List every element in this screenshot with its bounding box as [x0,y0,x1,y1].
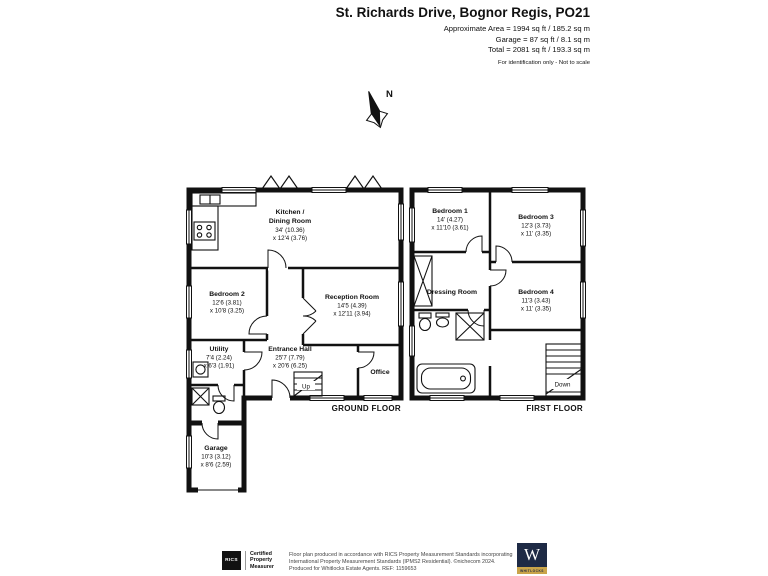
stairs-up-label: Up [302,384,310,391]
first-floor-windows [409,187,586,401]
label-hall: Entrance Hall [268,346,312,353]
label-reception: Reception Room [325,294,379,301]
label-kitchen-dim1: 34' (10.36) [275,227,304,234]
whitlocks-logo: W WHITLOCKS [517,543,547,574]
label-bedroom1-dim1: 14' (4.27) [437,217,463,224]
label-utility-dim2: x 6'3 (1.91) [204,363,235,370]
whitlocks-logo-name: WHITLOCKS [517,567,547,574]
disclaimer-line-1: Floor plan produced in accordance with R… [289,552,513,558]
ground-floor-plan: Up Kitchen / Dining Room 34' (10.36) x 1… [186,174,404,493]
ground-floor-labels: Kitchen / Dining Room 34' (10.36) x 12'4… [201,209,401,469]
first-floor-doors [465,235,513,366]
shower-icon-wc [191,387,210,406]
label-kitchen-dim2: x 12'4 (3.76) [273,235,307,242]
stairs-down: Down [545,343,584,397]
first-floor-labels: Bedroom 1 14' (4.27) x 11'10 (3.61) Bedr… [427,208,583,413]
label-bedroom4: Bedroom 4 [518,289,554,296]
shower-icon-bathroom [455,312,485,341]
footer: RICS Certified Property Measurer Floor p… [0,540,768,576]
compass-north-label: N [386,89,393,100]
label-reception-dim1: 14'5 (4.39) [337,303,366,310]
kitchen-units-icon [191,192,257,251]
label-bedroom1: Bedroom 1 [432,208,468,215]
rics-certification-badge: RICS Certified Property Measurer [222,551,274,570]
stairs-down-label: Down [555,382,571,389]
first-floor-plan: Down Bedroom 1 14' (4.27) x 11'10 (3.61)… [409,187,586,413]
cert-line-1: Certified [250,551,272,558]
label-bedroom4-dim2: x 11' (3.35) [521,306,551,313]
header: St. Richards Drive, Bognor Regis, PO21 A… [336,5,590,66]
roof-break-lines [261,174,383,191]
footer-disclaimer: Floor plan produced in accordance with R… [289,552,513,572]
label-bedroom1-dim2: x 11'10 (3.61) [431,225,468,232]
label-bedroom3-dim2: x 11' (3.35) [521,231,551,238]
label-garage-dim1: 10'3 (3.12) [201,454,230,461]
total-area: Total = 2081 sq ft / 193.3 sq m [488,45,590,54]
label-bedroom3-dim1: 12'3 (3.73) [521,223,550,230]
label-kitchen-2: Dining Room [269,218,311,225]
page-title: St. Richards Drive, Bognor Regis, PO21 [335,5,590,20]
label-hall-dim1: 25'7 (7.79) [275,355,304,362]
ground-floor-title: GROUND FLOOR [332,404,401,413]
stairs-up: Up [293,371,323,397]
basin-icon-bathroom [435,312,450,328]
rics-logo: RICS [222,551,241,570]
label-utility: Utility [210,346,229,353]
label-reception-dim2: x 12'11 (3.94) [333,311,370,318]
cert-line-2: Property [250,557,273,564]
toilet-icon-wc [212,395,226,415]
label-utility-dim1: 7'4 (2.24) [206,355,232,362]
label-kitchen-1: Kitchen / [276,209,305,216]
disclaimer-line-3: Produced for Whitlocks Estate Agents. RE… [289,565,417,572]
disclaimer-line-2: International Property Measurement Stand… [289,558,496,565]
label-office: Office [370,369,389,376]
approximate-area: Approximate Area = 1994 sq ft / 185.2 sq… [443,24,590,33]
garage-area: Garage = 87 sq ft / 8.1 sq m [495,34,590,44]
label-hall-dim2: x 20'6 (6.25) [273,363,307,370]
label-dressing-room: Dressing Room [427,289,477,296]
ground-floor-windows [186,187,404,469]
rics-certified-text: Certified Property Measurer [245,551,274,570]
label-bedroom4-dim1: 11'3 (3.43) [522,298,551,305]
label-bedroom2: Bedroom 2 [209,291,245,298]
wardrobe-icon [413,255,433,307]
toilet-icon-bathroom [418,312,432,332]
label-bedroom3: Bedroom 3 [518,214,554,221]
label-garage-dim2: x 8'6 (2.59) [201,462,232,469]
label-bedroom2-dim1: 12'6 (3.81) [212,300,241,307]
identification-note: For identification only - Not to scale [497,59,590,66]
whitlocks-logo-letter: W [517,543,547,567]
washer-icon [192,361,209,378]
ground-floor-doors [198,249,375,493]
label-garage: Garage [204,445,228,452]
cert-line-3: Measurer [250,563,274,570]
bathtub-icon [416,363,476,394]
label-bedroom2-dim2: x 10'8 (3.25) [210,308,244,315]
compass-icon: N [365,89,393,129]
first-floor-title: FIRST FLOOR [526,404,583,413]
